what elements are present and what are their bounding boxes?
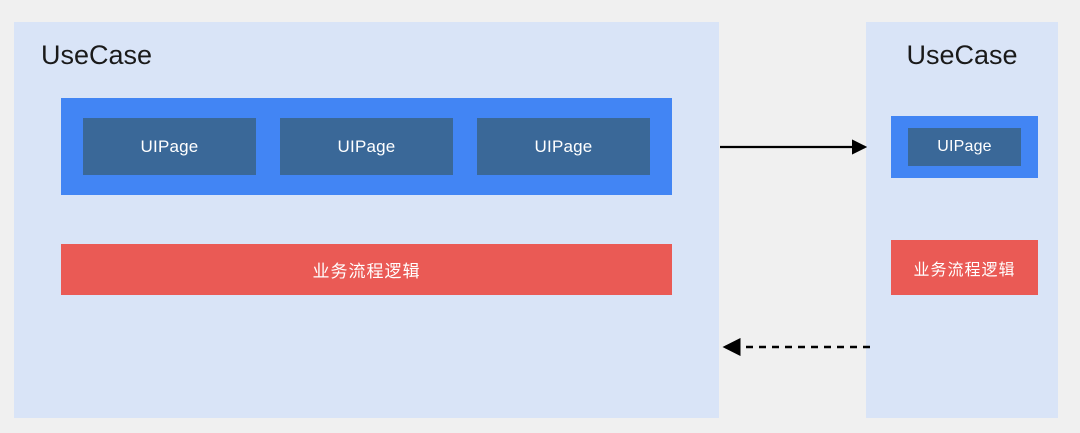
- uipage-group-right: UIPage: [891, 116, 1038, 178]
- uipage-box: UIPage: [83, 118, 256, 175]
- business-logic-bar-left: 业务流程逻辑: [61, 244, 672, 295]
- usecase-panel-left: UseCase UIPage UIPage UIPage 业务流程逻辑: [14, 22, 719, 418]
- business-logic-bar-right: 业务流程逻辑: [891, 240, 1038, 295]
- uipage-box: UIPage: [477, 118, 650, 175]
- usecase-panel-right: UseCase UIPage 业务流程逻辑: [866, 22, 1058, 418]
- uipage-box: UIPage: [280, 118, 453, 175]
- panel-left-title: UseCase: [41, 40, 153, 70]
- panel-right-title: UseCase: [906, 40, 1018, 70]
- uipage-group-left: UIPage UIPage UIPage: [61, 98, 672, 195]
- right-to-left-arrow: [722, 337, 870, 357]
- uipage-box: UIPage: [908, 128, 1021, 166]
- left-to-right-arrow: [720, 139, 868, 155]
